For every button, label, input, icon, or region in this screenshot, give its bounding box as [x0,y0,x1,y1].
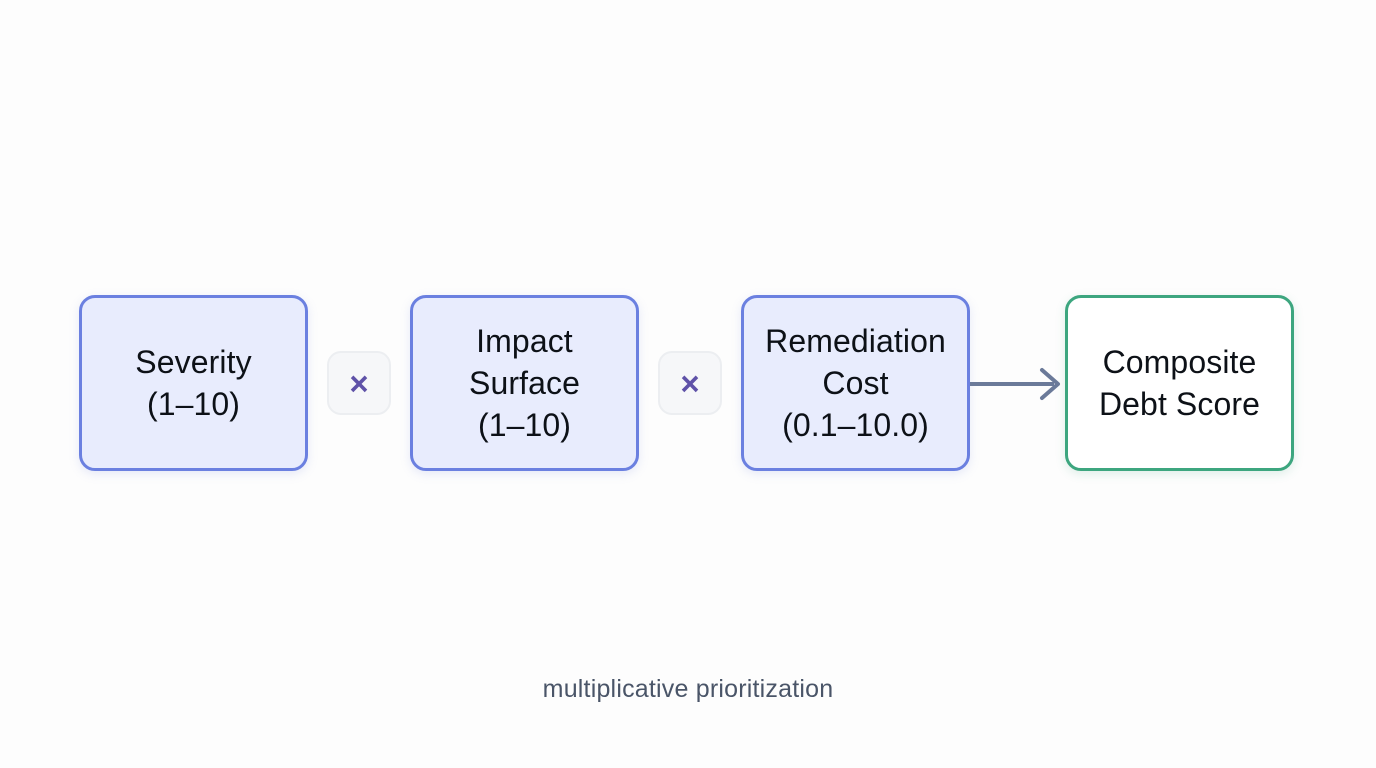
factor-label-line3: (0.1–10.0) [782,407,929,443]
arrow-connector [970,295,1065,471]
factor-box-impact-surface[interactable]: Impact Surface (1–10) [410,295,639,471]
multiply-icon: × [680,364,700,402]
diagram-caption: multiplicative prioritization [542,675,834,703]
factor-label-line2: (1–10) [146,386,241,422]
result-label-line2: Debt Score [1098,386,1261,422]
operator-badge-multiply-2: × [658,351,722,415]
factor-label-line1: Remediation [765,323,946,359]
factor-label-line2: Surface [469,365,580,401]
multiply-icon: × [349,364,369,402]
operator-badge-multiply-1: × [327,351,391,415]
factor-box-severity[interactable]: Severity (1–10) [79,295,308,471]
factor-label-line1: Impact [476,323,573,359]
result-label-line1: Composite [1102,344,1257,380]
result-box-composite-debt-score[interactable]: Composite Debt Score [1065,295,1294,471]
factor-label-line1: Severity [135,344,252,380]
factor-box-remediation-cost[interactable]: Remediation Cost (0.1–10.0) [741,295,970,471]
factor-label-line3: (1–10) [477,407,572,443]
factor-label-line2: Cost [822,365,889,401]
formula-row: Severity (1–10) × Impact Surface (1–10) … [0,295,1376,471]
